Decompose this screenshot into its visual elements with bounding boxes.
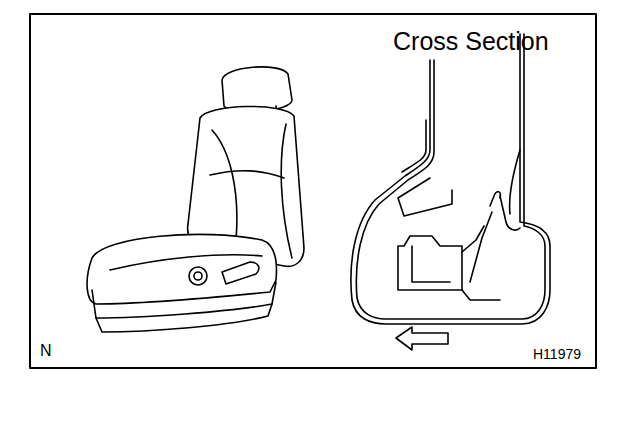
figure-number: H11979 [533,347,581,361]
front-arrow [396,327,448,350]
frame-border [30,14,596,368]
section-title: Cross Section [393,29,549,54]
cross-section-drawing [351,34,550,324]
view-code: N [40,343,52,359]
seat-drawing [87,67,304,332]
